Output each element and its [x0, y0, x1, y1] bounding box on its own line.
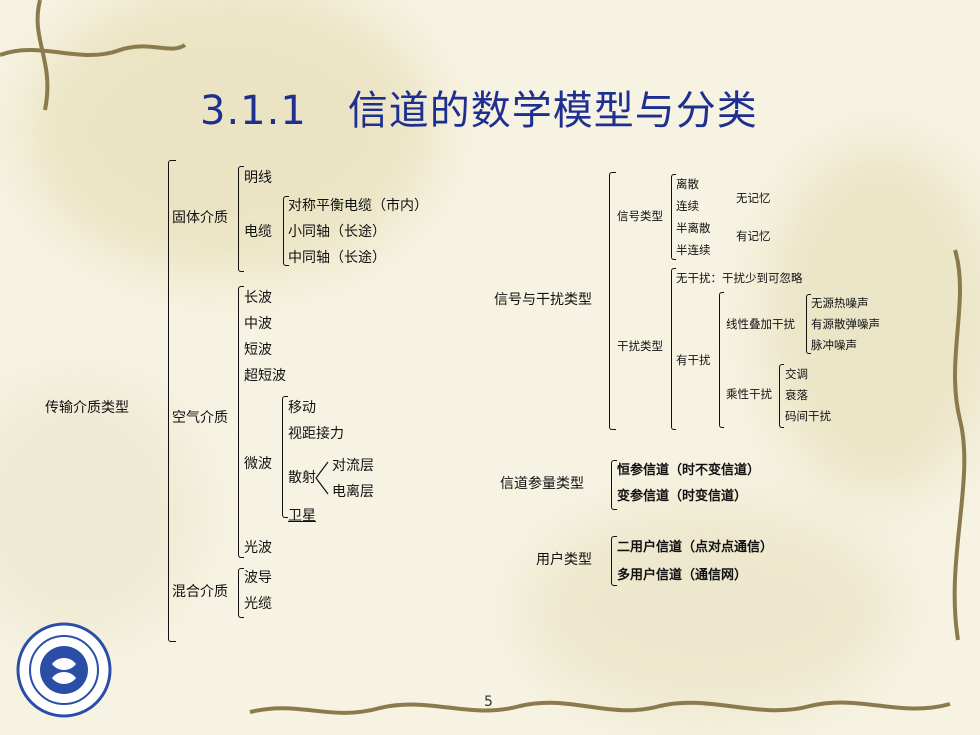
- parameter-brace: [611, 460, 617, 510]
- scatter-label: 散射: [288, 470, 316, 486]
- multiplicative-item: 交调: [785, 367, 808, 381]
- slide-title: 3.1.1 信道的数学模型与分类: [200, 88, 758, 134]
- background-foliage: [520, 500, 900, 720]
- interference-type-brace: [671, 268, 676, 430]
- transmission-medium-root: 传输介质类型: [45, 400, 129, 416]
- scatter-item: 电离层: [332, 484, 374, 500]
- mixed-brace: [238, 568, 244, 618]
- satellite-label: 卫星: [288, 508, 316, 524]
- multiplicative-interference-label: 乘性干扰: [726, 387, 772, 401]
- signal-item: 离散: [676, 177, 699, 191]
- background-foliage: [0, 380, 200, 640]
- has-interference-label: 有干扰: [676, 353, 711, 367]
- parameter-item: 恒参信道（时不变信道）: [617, 463, 761, 478]
- additive-item: 有源散弹噪声: [811, 317, 880, 331]
- additive-brace: [806, 294, 811, 354]
- no-interference: 无干扰：干扰少到可忽略: [676, 271, 803, 285]
- user-brace: [611, 536, 617, 586]
- open-wire: 明线: [244, 170, 272, 186]
- signal-interference-root: 信号与干扰类型: [494, 292, 592, 308]
- page-number: 5: [484, 694, 493, 710]
- signal-item: 连续: [676, 199, 699, 213]
- parameter-item: 变参信道（时变信道）: [617, 489, 748, 504]
- signal-type-label: 信号类型: [617, 209, 663, 223]
- cable-brace: [283, 196, 289, 266]
- signal-item: 半连续: [676, 243, 711, 257]
- multiplicative-brace: [779, 364, 784, 428]
- cable-label: 电缆: [244, 224, 272, 240]
- user-item: 多用户信道（通信网）: [617, 568, 748, 583]
- has-interference-brace: [719, 292, 724, 428]
- memory-note: 无记忆: [736, 191, 771, 205]
- mixed-item: 光缆: [244, 596, 272, 612]
- user-type-root: 用户类型: [536, 552, 592, 568]
- signal-type-brace: [671, 174, 676, 260]
- background-foliage: [760, 140, 980, 500]
- channel-parameter-root: 信道参量类型: [500, 476, 584, 492]
- additive-interference-label: 线性叠加干扰: [726, 317, 795, 331]
- user-item: 二用户信道（点对点通信）: [617, 540, 774, 555]
- cable-item: 小同轴（长途）: [288, 224, 386, 240]
- interference-type-label: 干扰类型: [617, 339, 663, 353]
- scatter-item: 对流层: [332, 458, 374, 474]
- air-item: 中波: [244, 316, 272, 332]
- microwave-brace: [282, 396, 288, 518]
- additive-item: 无源热噪声: [811, 296, 869, 310]
- air-medium-label: 空气介质: [172, 410, 228, 426]
- mixed-item: 波导: [244, 570, 272, 586]
- multiplicative-item: 码间干扰: [785, 409, 831, 423]
- memory-note: 有记忆: [736, 229, 771, 243]
- mixed-medium-label: 混合介质: [172, 584, 228, 600]
- signal-item: 半离散: [676, 221, 711, 235]
- air-item: 短波: [244, 342, 272, 358]
- cable-item: 中同轴（长途）: [288, 250, 386, 266]
- light-wave-label: 光波: [244, 540, 272, 556]
- air-brace: [238, 286, 244, 558]
- root-brace: [168, 160, 176, 642]
- air-item: 长波: [244, 290, 272, 306]
- microwave-item: 视距接力: [288, 426, 344, 442]
- university-logo: [14, 620, 114, 720]
- additive-item: 脉冲噪声: [811, 338, 857, 352]
- background-foliage: [20, 0, 440, 280]
- microwave-label: 微波: [244, 456, 272, 472]
- solid-medium-label: 固体介质: [172, 210, 228, 226]
- signal-interference-brace: [609, 172, 616, 430]
- cable-item: 对称平衡电缆（市内）: [288, 198, 428, 214]
- microwave-item: 移动: [288, 400, 316, 416]
- multiplicative-item: 衰落: [785, 388, 808, 402]
- air-item: 超短波: [244, 368, 286, 384]
- solid-brace: [238, 166, 244, 272]
